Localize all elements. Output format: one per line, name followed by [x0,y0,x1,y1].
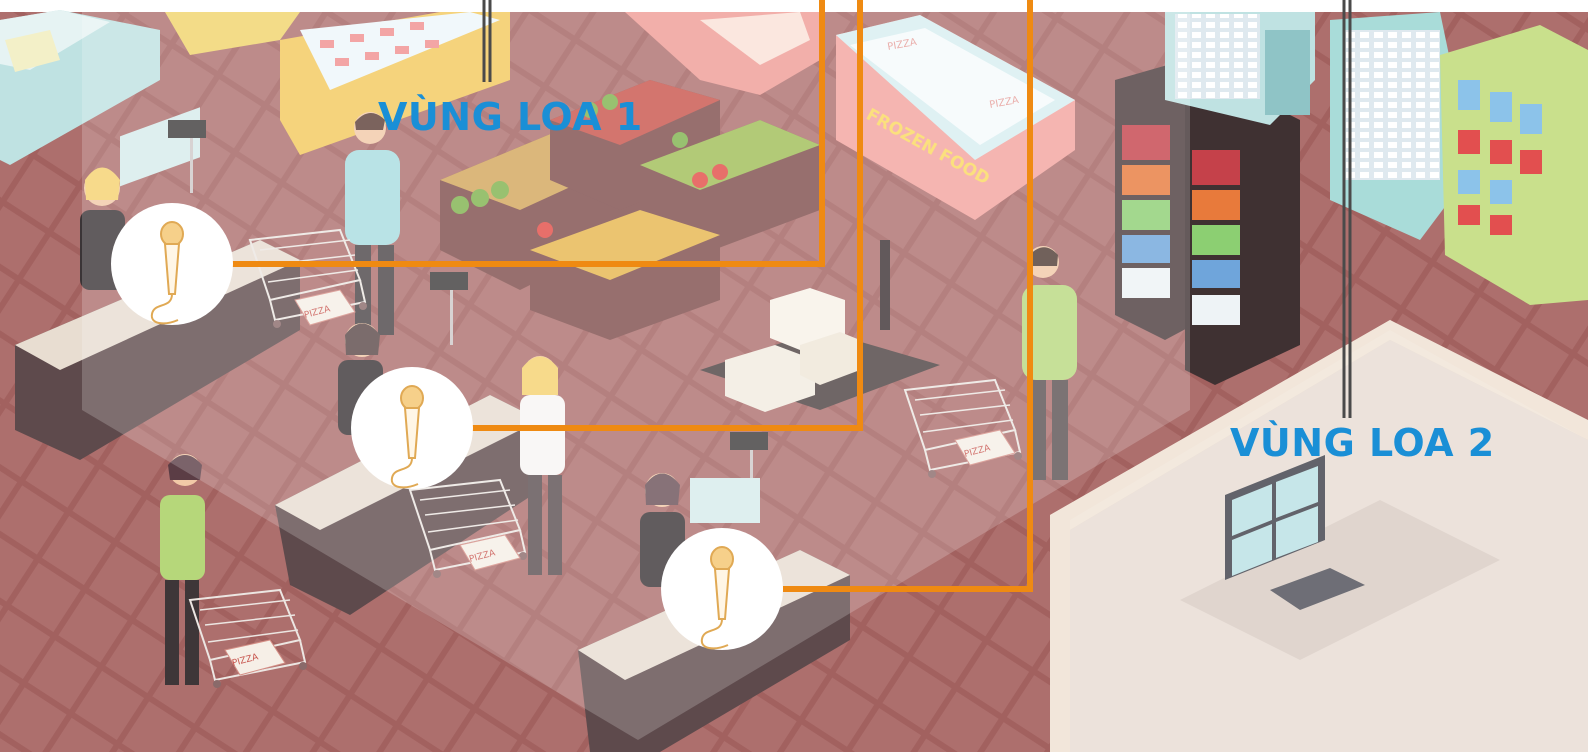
zone-label-2: VÙNG LOA 2 [1230,424,1495,462]
zone-label-1: VÙNG LOA 1 [378,98,643,136]
microphone-icon [351,367,473,489]
microphone-3 [661,528,783,650]
microphone-icon [111,203,233,325]
microphone-2 [351,367,473,489]
microphone-1 [111,203,233,325]
microphone-icon [661,528,783,650]
